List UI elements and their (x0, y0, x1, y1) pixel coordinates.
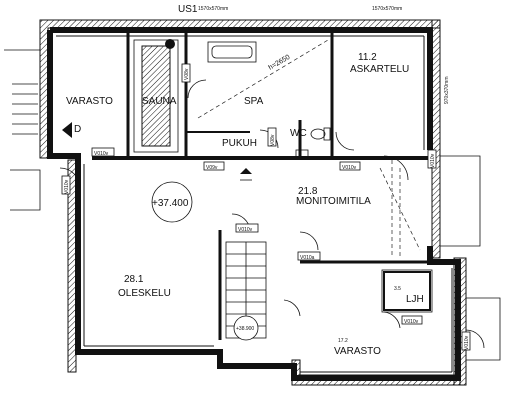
ljh-enclosure (381, 269, 433, 313)
door-tag-4: V010v (342, 165, 357, 171)
room-oleskelu: OLESKELU (118, 288, 171, 299)
door-swing-icon (59, 79, 485, 349)
drain-letter: D (74, 124, 81, 135)
bathtub-icon (207, 41, 257, 63)
door-tag-10: V010v (430, 153, 436, 168)
room-oleskelu-area: 28.1 (124, 274, 144, 285)
level-marker-stair (233, 315, 259, 341)
room-varasto-east: VARASTO (334, 346, 381, 357)
dashed-line-b (379, 167, 421, 251)
room-varasto-east-area: 17.2 (338, 338, 348, 344)
room-pukuh: PUKUH (222, 138, 257, 149)
room-wc: WC (290, 128, 307, 139)
deck-east (440, 155, 501, 361)
deck-west (4, 49, 41, 211)
door-tag-5: V010v (64, 179, 70, 194)
stair-icon-west (12, 83, 38, 135)
room-monitoimitila: MONITOIMITILA (296, 196, 371, 207)
level-marker-main (151, 181, 193, 223)
door-tag-9: V010v (464, 335, 470, 350)
stove-icon (165, 39, 175, 49)
door-tag-1: V010v (94, 151, 109, 157)
ceiling-note: h=2650 (268, 54, 292, 72)
room-ljh-area: 3.5 (394, 286, 401, 292)
room-monitoimitila-area: 21.8 (298, 186, 318, 197)
north-arrow-icon (240, 168, 252, 174)
window-dim-2: 1570x570mm (372, 6, 402, 12)
room-ljh: LJH (406, 294, 424, 305)
toilet-icon (310, 127, 331, 141)
door-tag-8: V010v (404, 319, 419, 325)
window-dim-1: 1570x570mm (198, 6, 228, 12)
room-varasto-west: VARASTO (66, 96, 113, 107)
room-askartelu: ASKARTELU (350, 64, 409, 75)
door-tag-2: V08v (184, 68, 190, 80)
door-tag-11: V08v (270, 134, 276, 146)
floor-level-main: +37.400 (152, 198, 189, 209)
door-tag-6: V010a (300, 255, 315, 261)
walls (47, 27, 461, 381)
door-tags (61, 63, 471, 351)
door-tag-7: V010v (238, 227, 253, 233)
room-spa: SPA (244, 96, 264, 107)
room-sauna: SAUNA (142, 96, 177, 107)
room-askartelu-area: 11.2 (358, 52, 377, 63)
window-dim-3: 970x370mm (444, 76, 450, 104)
drain-icon (62, 122, 72, 138)
floor-level-stair: +38.900 (236, 326, 254, 332)
us1-marker: US1 (178, 4, 198, 15)
inner-lines (56, 35, 453, 373)
door-tag-3: V09v (206, 165, 218, 171)
spa-ceiling-line (197, 39, 329, 119)
sink-icon (295, 149, 309, 158)
sauna-bench (133, 39, 179, 153)
